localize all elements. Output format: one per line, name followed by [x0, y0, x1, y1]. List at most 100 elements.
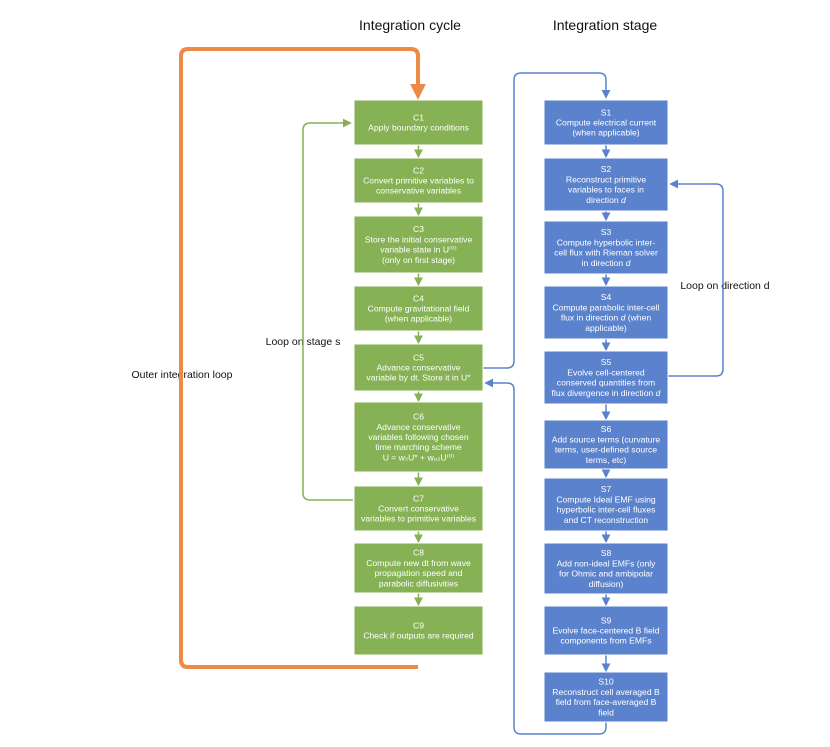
stage-step-text: diffusion) [589, 579, 624, 589]
stage-step-id: S7 [601, 484, 612, 494]
cycle-step-text: variable state in U⁽⁰⁾ [380, 245, 456, 255]
cycle-step-id: C4 [413, 293, 424, 303]
cycle-step-id: C9 [413, 620, 424, 630]
stage-step-text: Reconstruct primitive [566, 174, 646, 184]
cycle-step-text: U = wₛU* + w₀ₛU⁽⁰⁾ [383, 452, 455, 462]
stage-step-text: Compute parabolic inter-cell [553, 302, 660, 312]
stage-step-text: Reconstruct cell averaged B [552, 687, 660, 697]
stage-step-text: and CT reconstruction [564, 515, 649, 525]
stage-step-box [543, 350, 669, 405]
stage-step-text: for Ohmic and ambipolar [559, 569, 653, 579]
direction-loop-connector [668, 179, 724, 377]
stage-step-box [543, 99, 669, 146]
stage-step-text: terms, user-defined source [555, 445, 657, 455]
stage-step-id: S2 [601, 164, 612, 174]
cycle-step-text: Apply boundary conditions [368, 123, 469, 133]
cycle-step-id: C6 [413, 412, 424, 422]
stage-step-box [543, 285, 669, 340]
cycle-step-text: Advance conservative [376, 422, 460, 432]
direction-loop-label: Loop on direction d [680, 280, 769, 292]
stage-entry-connector [483, 72, 611, 369]
cycle-step-box [353, 605, 484, 656]
stage-step-text: field [598, 707, 614, 717]
cycle-step-box [353, 343, 484, 392]
cycle-step-text: parabolic diffusivities [379, 578, 458, 588]
cycle-step-text: Advance conservative [376, 363, 460, 373]
stage-step-text: flux in direction d (when [561, 313, 652, 323]
cycle-step-id: C1 [413, 112, 424, 122]
stage-step-text: conserved quantities from [557, 378, 655, 388]
cycle-step-text: Convert conservative [378, 504, 459, 514]
stage-step-text: flux divergence in direction d [552, 388, 661, 398]
stage-step-text: Add source terms (curvature [552, 434, 661, 444]
stage-step-text: variables to faces in [568, 185, 644, 195]
stage-step-box [543, 157, 669, 212]
stage-step-text: terms, etc) [586, 455, 627, 465]
cycle-step-id: C8 [413, 548, 424, 558]
stage-step-text: Evolve cell-centered [567, 367, 645, 377]
stage-step-text: components from EMFs [560, 636, 651, 646]
cycle-step-id: C5 [413, 352, 424, 362]
cycle-step-text: variable by dt. Store it in U* [366, 373, 471, 383]
cycle-step-id: C2 [413, 165, 424, 175]
stage-exit-connector [484, 378, 607, 735]
cycle-step-box [353, 285, 484, 332]
outer-loop-connector [179, 47, 426, 669]
stage-step-text: direction d [586, 195, 626, 205]
stage-step-id: S4 [601, 292, 612, 302]
cycle-step-box [353, 215, 484, 274]
stage-step-id: S10 [598, 677, 614, 687]
cycle-step-text: Check if outputs are required [363, 631, 474, 641]
cycle-step-text: time marching scheme [375, 442, 462, 452]
stage-step-box [543, 477, 669, 532]
cycle-step-box [353, 99, 484, 146]
stage-step-text: field from face-averaged B [556, 697, 657, 707]
cycle-step-box [353, 401, 484, 473]
stage-step-text: Add non-ideal EMFs (only [557, 558, 657, 568]
cycle-step-text: (when applicable) [385, 314, 452, 324]
stage-step-box [543, 220, 669, 275]
cycle-step-text: Compute new dt from wave [366, 558, 471, 568]
cycle-step-box [353, 542, 484, 594]
stage-step-box [543, 419, 669, 470]
stage-step-id: S1 [601, 107, 612, 117]
stage-step-id: S3 [601, 227, 612, 237]
integration-cycle-heading: Integration cycle [359, 17, 461, 33]
stage-step-box [543, 671, 669, 723]
stage-step-text: cell flux with Rieman solver [554, 248, 658, 258]
stage-step-text: (when applicable) [572, 128, 639, 138]
cycle-step-text: propagation speed and [375, 568, 463, 578]
stage-step-id: S5 [601, 357, 612, 367]
cycle-step-id: C7 [413, 493, 424, 503]
stage-loop-connector [302, 118, 353, 501]
stage-step-text: Compute hyperbolic inter- [557, 237, 656, 247]
integration-stage-heading: Integration stage [553, 17, 658, 33]
cycle-step-text: conservative variables [376, 186, 461, 196]
stage-step-text: in direction d [582, 258, 631, 268]
stage-step-text: Evolve face-centered B field [552, 626, 659, 636]
cycle-step-text: variables following chosen [368, 432, 469, 442]
stage-step-text: Compute electrical current [556, 118, 657, 128]
stage-step-text: Compute Ideal EMF using [556, 494, 656, 504]
cycle-step-id: C3 [413, 224, 424, 234]
cycle-step-text: Convert primitive variables to [363, 176, 474, 186]
stage-step-box [543, 542, 669, 595]
cycle-step-text: variables to primitive variables [361, 514, 476, 524]
